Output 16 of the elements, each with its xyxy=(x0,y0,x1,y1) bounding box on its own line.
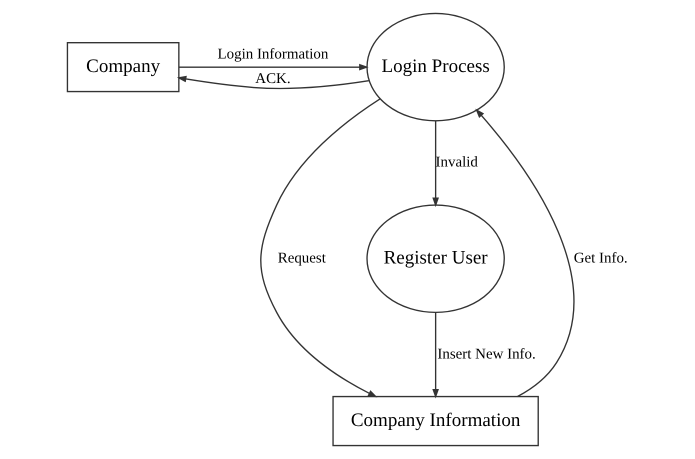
edge-label: Insert New Info. xyxy=(436,346,536,362)
arrow xyxy=(432,312,438,399)
edge-label: Get Info. xyxy=(573,250,628,267)
node-box: Company xyxy=(66,42,180,92)
edge-label: Login Information xyxy=(217,46,328,63)
arrow xyxy=(432,121,438,208)
edge-label: Request xyxy=(277,250,326,267)
node-box: Company Information xyxy=(332,396,538,446)
arrow xyxy=(260,98,380,398)
edge-label: ACK. xyxy=(254,71,290,88)
arrow xyxy=(176,76,368,90)
node-ellipse: Login Process xyxy=(366,12,504,122)
arrow xyxy=(178,64,368,70)
edge-label: Invalid xyxy=(435,154,478,171)
node-ellipse: Register User xyxy=(366,204,504,314)
arrow xyxy=(474,108,574,398)
